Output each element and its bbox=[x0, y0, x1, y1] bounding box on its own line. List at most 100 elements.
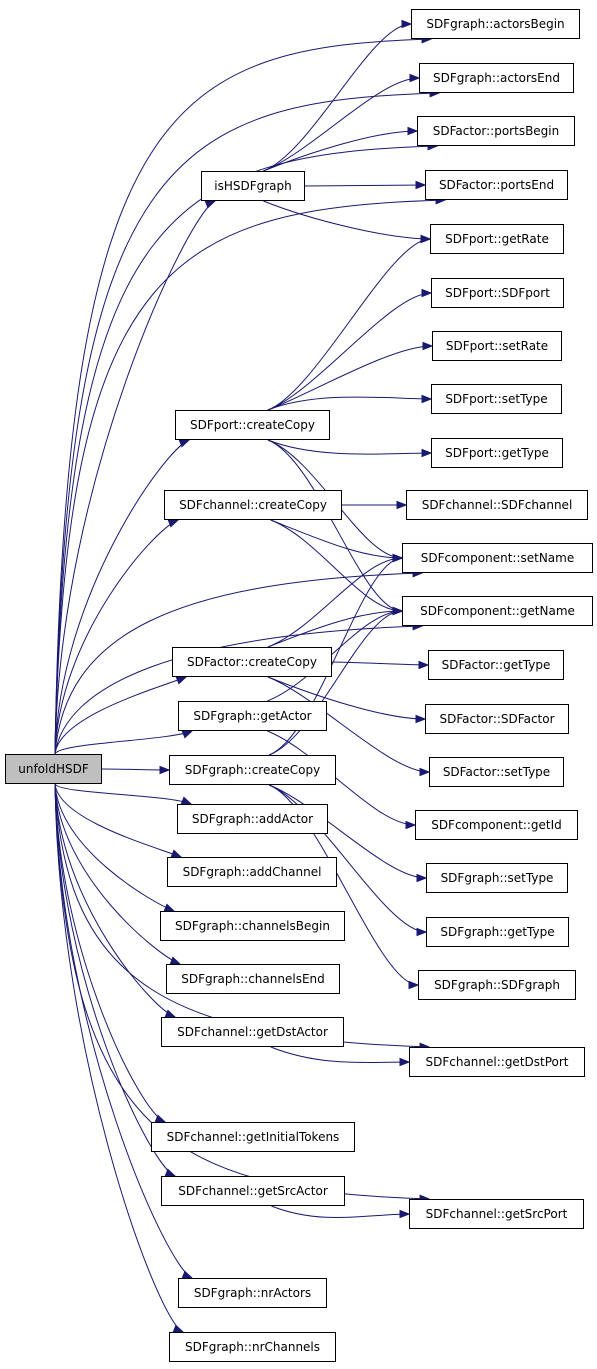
function-node-c-get-src-port[interactable]: SDFchannel::getSrcPort bbox=[409, 1199, 584, 1229]
arrowhead-a-ports-end bbox=[415, 180, 427, 190]
arrowhead-a-get-type bbox=[418, 660, 430, 670]
arrowhead-a-set-type bbox=[419, 767, 431, 777]
arrowhead-g-sdfgraph bbox=[408, 980, 420, 990]
edge-a-create-copy-to-a-sdfactor bbox=[267, 676, 426, 720]
function-node-p-set-type[interactable]: SDFport::setType bbox=[431, 384, 562, 414]
function-node-g-set-type[interactable]: SDFgraph::setType bbox=[426, 863, 568, 893]
function-node-c-sdfchannel[interactable]: SDFchannel::SDFchannel bbox=[406, 490, 588, 520]
edge-c-create-copy-to-comp-set-name bbox=[270, 519, 403, 559]
function-node-p-set-rate[interactable]: SDFport::setRate bbox=[432, 331, 562, 361]
function-node-c-get-dst-port[interactable]: SDFchannel::getDstPort bbox=[409, 1047, 585, 1077]
edge-p-create-copy-to-p-set-rate bbox=[267, 345, 433, 411]
function-node-g-sdfgraph[interactable]: SDFgraph::SDFgraph bbox=[418, 970, 576, 1000]
arrowhead-g-create-copy bbox=[159, 765, 171, 775]
function-node-comp-get-name[interactable]: SDFcomponent::getName bbox=[402, 596, 593, 626]
function-node-g-get-type[interactable]: SDFgraph::getType bbox=[426, 917, 569, 947]
arrowhead-comp-get-id bbox=[405, 820, 417, 830]
arrowhead-g-nr-channels bbox=[172, 1324, 185, 1333]
function-node-p-create-copy[interactable]: SDFport::createCopy bbox=[175, 410, 330, 440]
function-node-g-create-copy[interactable]: SDFgraph::createCopy bbox=[169, 755, 336, 785]
function-node-comp-get-id[interactable]: SDFcomponent::getId bbox=[415, 810, 578, 840]
arrowhead-c-get-src-actor bbox=[164, 1168, 177, 1177]
function-node-a-create-copy[interactable]: SDFactor::createCopy bbox=[172, 647, 332, 677]
function-node-g-get-actor[interactable]: SDFgraph::getActor bbox=[178, 701, 327, 731]
arrowhead-p-create-copy bbox=[178, 439, 191, 448]
arrowhead-p-set-rate bbox=[422, 341, 434, 351]
edge-unfold-hsdf-to-g-get-actor bbox=[54, 730, 193, 755]
arrowhead-a-sdfactor bbox=[415, 714, 427, 724]
edge-a-create-copy-to-a-set-type bbox=[267, 676, 430, 773]
function-node-g-nr-actors[interactable]: SDFgraph::nrActors bbox=[178, 1278, 327, 1308]
edge-g-create-copy-to-g-sdfgraph bbox=[269, 784, 419, 986]
edge-unfold-hsdf-to-comp-get-name bbox=[54, 625, 423, 755]
arrowhead-c-get-dst-port bbox=[399, 1057, 411, 1067]
function-node-comp-set-name[interactable]: SDFcomponent::setName bbox=[402, 543, 593, 573]
function-node-p-sdfport[interactable]: SDFport::SDFport bbox=[431, 278, 564, 308]
function-node-g-add-actor[interactable]: SDFgraph::addActor bbox=[177, 804, 328, 834]
edge-unfold-hsdf-to-g-create-copy bbox=[101, 768, 170, 771]
function-node-a-get-type[interactable]: SDFactor::getType bbox=[428, 650, 564, 680]
edge-unfold-hsdf-to-g-nr-actors bbox=[54, 783, 193, 1279]
edge-is-hsdfgraph-to-p-get-rate bbox=[263, 200, 431, 240]
edge-unfold-hsdf-to-a-create-copy bbox=[54, 676, 187, 755]
arrowhead-comp-get-name bbox=[392, 606, 404, 616]
edge-unfold-hsdf-to-c-get-src-actor bbox=[54, 783, 176, 1177]
edge-unfold-hsdf-to-g-actors-begin bbox=[54, 38, 432, 755]
arrowhead-g-nr-actors bbox=[181, 1270, 194, 1279]
function-node-c-get-dst-actor[interactable]: SDFchannel::getDstActor bbox=[161, 1017, 344, 1047]
arrowhead-a-ports-begin bbox=[407, 126, 419, 136]
edge-is-hsdfgraph-to-g-actors-end bbox=[263, 77, 420, 172]
edge-p-create-copy-to-comp-get-name bbox=[267, 439, 403, 612]
edge-g-create-copy-to-comp-set-name bbox=[269, 557, 403, 756]
edge-unfold-hsdf-to-is-hsdfgraph bbox=[54, 200, 216, 755]
function-node-a-set-type[interactable]: SDFactor::setType bbox=[429, 757, 564, 787]
arrowhead-c-get-src-port bbox=[399, 1209, 411, 1219]
function-node-c-create-copy[interactable]: SDFchannel::createCopy bbox=[164, 490, 342, 520]
edge-a-create-copy-to-comp-set-name bbox=[267, 557, 403, 648]
arrowhead-c-create-copy bbox=[167, 519, 180, 528]
edge-p-create-copy-to-p-sdfport bbox=[267, 292, 432, 411]
arrowhead-p-sdfport bbox=[421, 288, 433, 298]
arrowhead-g-channels-begin bbox=[163, 903, 176, 912]
function-node-a-sdfactor[interactable]: SDFactor::SDFactor bbox=[425, 704, 569, 734]
function-node-g-add-channel[interactable]: SDFgraph::addChannel bbox=[167, 857, 337, 887]
function-node-g-nr-channels[interactable]: SDFgraph::nrChannels bbox=[169, 1332, 336, 1362]
arrowhead-c-get-initial-tokens bbox=[154, 1114, 167, 1123]
arrowhead-c-get-dst-actor bbox=[164, 1009, 177, 1018]
function-node-g-actors-end[interactable]: SDFgraph::actorsEnd bbox=[419, 63, 574, 93]
arrowhead-c-sdfchannel bbox=[396, 500, 408, 510]
arrowhead-g-get-type bbox=[416, 927, 428, 937]
edge-unfold-hsdf-to-g-channels-begin bbox=[54, 783, 175, 912]
function-node-is-hsdfgraph[interactable]: isHSDFgraph bbox=[201, 171, 305, 201]
arrowhead-g-add-channel bbox=[170, 849, 183, 858]
edge-unfold-hsdf-to-g-nr-channels bbox=[54, 783, 184, 1333]
function-node-c-get-src-actor[interactable]: SDFchannel::getSrcActor bbox=[161, 1176, 345, 1206]
edge-unfold-hsdf-to-c-get-dst-actor bbox=[54, 783, 176, 1018]
edge-unfold-hsdf-to-p-create-copy bbox=[54, 439, 190, 755]
edge-p-create-copy-to-p-get-rate bbox=[267, 238, 431, 411]
arrowhead-g-set-type bbox=[416, 873, 428, 883]
edge-unfold-hsdf-to-c-get-initial-tokens bbox=[54, 783, 166, 1123]
edge-p-create-copy-to-p-set-type bbox=[267, 396, 432, 411]
arrowhead-comp-set-name bbox=[392, 553, 404, 563]
function-node-p-get-rate[interactable]: SDFport::getRate bbox=[430, 224, 564, 254]
function-node-g-actors-begin[interactable]: SDFgraph::actorsBegin bbox=[411, 9, 580, 39]
function-node-g-channels-end[interactable]: SDFgraph::channelsEnd bbox=[166, 964, 340, 994]
arrowhead-is-hsdfgraph bbox=[204, 200, 217, 209]
function-node-c-get-initial-tokens[interactable]: SDFchannel::getInitialTokens bbox=[151, 1122, 355, 1152]
arrowhead-p-set-type bbox=[421, 394, 433, 404]
function-node-a-ports-begin[interactable]: SDFactor::portsBegin bbox=[417, 116, 575, 146]
arrowhead-p-get-type bbox=[421, 448, 433, 458]
edge-c-get-src-actor-to-c-get-src-port bbox=[271, 1205, 410, 1219]
edge-c-get-dst-actor-to-c-get-dst-port bbox=[270, 1046, 410, 1064]
function-node-p-get-type[interactable]: SDFport::getType bbox=[431, 438, 563, 468]
edge-is-hsdfgraph-to-g-actors-begin bbox=[263, 23, 412, 172]
edge-g-get-actor-to-comp-get-id bbox=[267, 730, 416, 826]
arrowhead-g-add-actor bbox=[180, 796, 193, 805]
arrowhead-g-actors-begin bbox=[401, 19, 413, 29]
function-node-a-ports-end[interactable]: SDFactor::portsEnd bbox=[425, 170, 568, 200]
function-node-g-channels-begin[interactable]: SDFgraph::channelsBegin bbox=[160, 911, 345, 941]
arrowhead-g-get-actor bbox=[181, 730, 194, 739]
edge-unfold-hsdf-to-a-ports-end bbox=[54, 199, 446, 755]
edge-p-create-copy-to-p-get-type bbox=[267, 439, 432, 455]
